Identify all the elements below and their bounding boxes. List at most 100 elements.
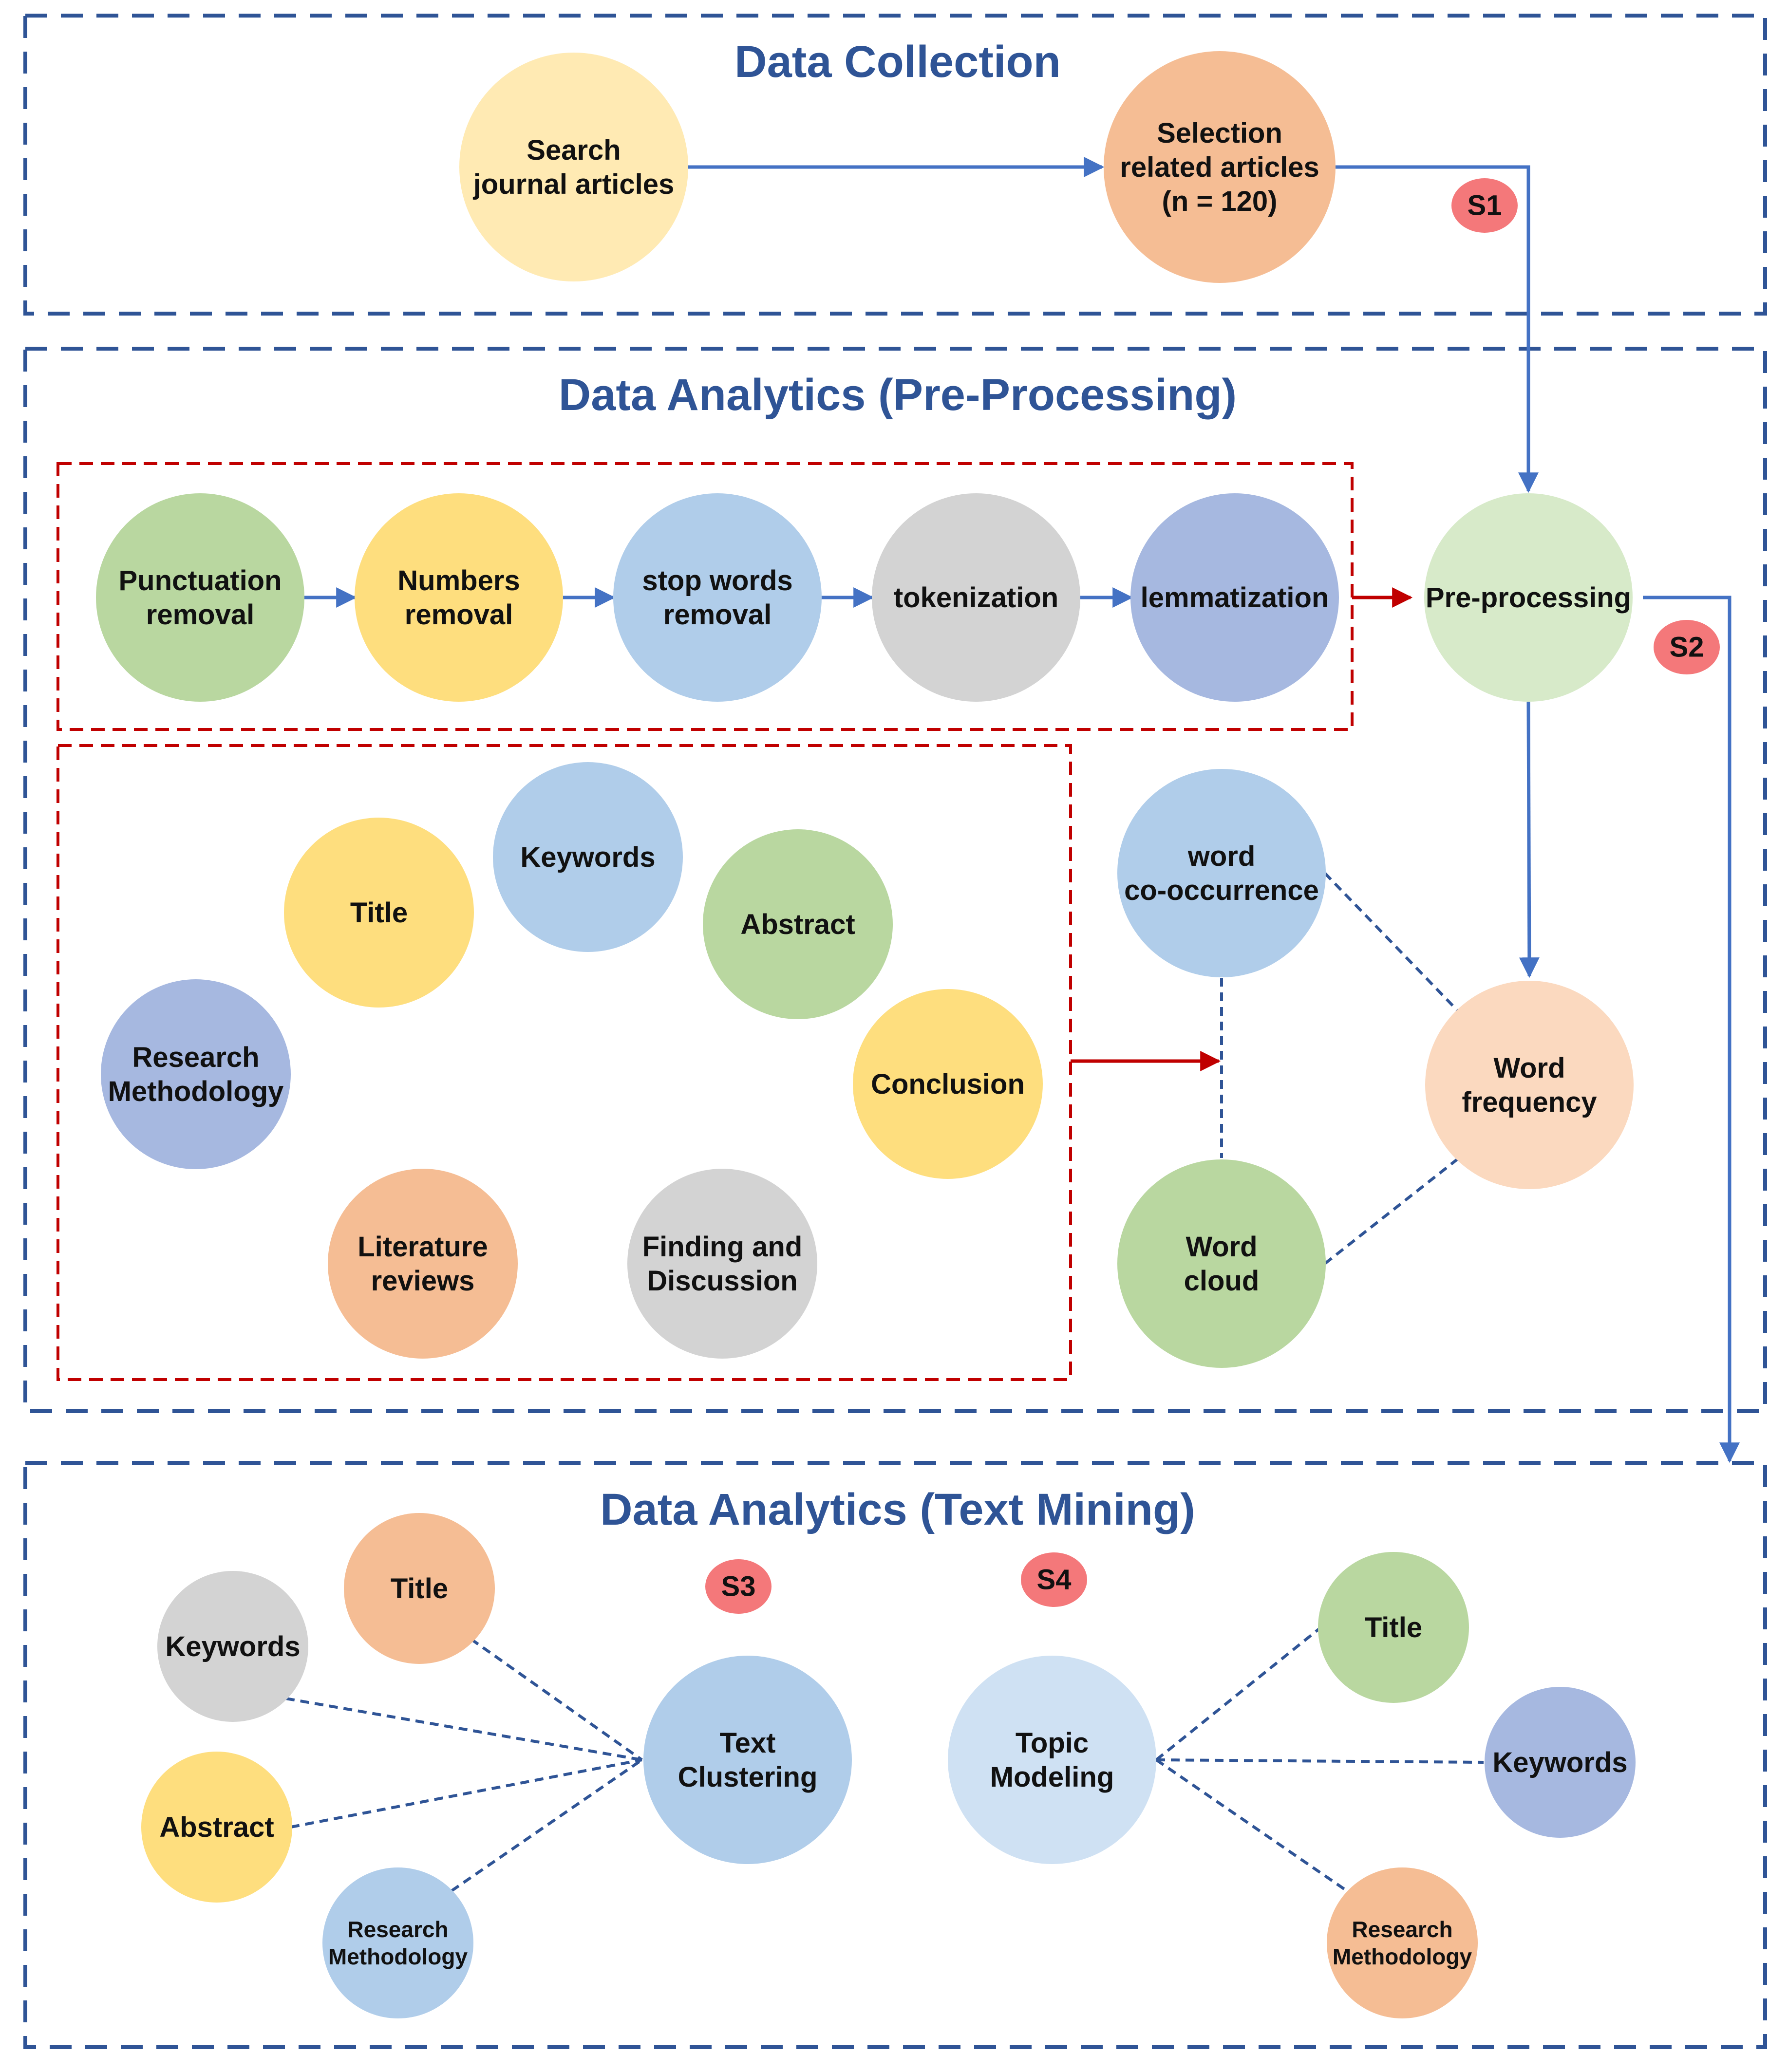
abstract1-label-line: Abstract — [740, 909, 855, 940]
punctuation-label-line: Punctuation — [118, 565, 282, 597]
finding-label-line: Finding and — [642, 1231, 803, 1263]
step-badges: S1 S2 S3 S4 — [705, 178, 1720, 1614]
abstract-circle — [703, 829, 893, 1019]
selection-label-line: Selection — [1157, 117, 1282, 149]
literature-reviews-circle — [328, 1169, 518, 1359]
punctuation-circle — [96, 493, 304, 702]
tm-title-right-label: Title — [1365, 1612, 1422, 1643]
tm-research-right-circle — [1327, 1867, 1478, 2018]
text-mining-frame — [23, 1461, 1767, 2049]
topic-label-line: Modeling — [990, 1761, 1114, 1793]
tm-title-left-circle — [344, 1513, 495, 1664]
link-keywords-clustering — [285, 1697, 642, 1761]
tm-abstract-left-circle — [141, 1752, 292, 1903]
s2-badge-label: S2 — [1670, 632, 1704, 663]
tm-keywords-right-label: Keywords — [1492, 1747, 1627, 1778]
link-abstract-clustering — [290, 1758, 642, 1829]
data-collection-frame — [23, 14, 1767, 316]
search-label-line: Search — [527, 134, 621, 166]
link-topic-keywords — [1156, 1758, 1484, 1764]
selection-label-line: (n = 120) — [1162, 186, 1278, 217]
wordcloud-label-line: cloud — [1184, 1265, 1260, 1297]
s4-badge — [1021, 1552, 1087, 1607]
topic-modeling-circle — [948, 1656, 1156, 1864]
clustering-label-line: Text — [720, 1727, 776, 1759]
preprocessing-label: Pre-processing — [1426, 582, 1631, 614]
keywords_r-label-line: Keywords — [1492, 1747, 1627, 1778]
research1-label-line: Methodology — [108, 1076, 284, 1107]
tokenization-label: tokenization — [894, 582, 1058, 614]
lemmatization-label-line: lemmatization — [1141, 582, 1329, 614]
arrow-selection-to-preprocessing — [1336, 165, 1539, 493]
arrow-preprocessing-to-text-mining — [1643, 596, 1740, 1463]
research-methodology-circle — [101, 979, 291, 1169]
tm-abstract-left-label: Abstract — [159, 1811, 274, 1843]
literature-label-line: Literature — [358, 1231, 488, 1263]
tokenization-label-line: tokenization — [894, 582, 1058, 614]
link-title-clustering — [470, 1638, 643, 1761]
tm-keywords-left-label: Keywords — [165, 1631, 300, 1662]
pre-processing-frame — [23, 347, 1767, 1413]
data-collection-title: Data Collection — [734, 37, 1061, 87]
connectors — [285, 157, 1740, 1896]
keywords1-label-line: Keywords — [520, 841, 655, 873]
stopwords-label-line: removal — [663, 599, 772, 631]
stopwords-circle — [613, 493, 822, 702]
cooccurrence-label-line: word — [1187, 840, 1256, 872]
research_l-label-line: Research — [347, 1917, 448, 1942]
frequency-label-line: Word — [1493, 1052, 1565, 1084]
link-topic-research — [1155, 1758, 1354, 1896]
s1-badge — [1451, 178, 1518, 233]
word-cloud-circle — [1117, 1159, 1326, 1368]
title_r-label-line: Title — [1365, 1612, 1422, 1643]
finding-discussion-circle — [627, 1169, 817, 1359]
word-frequency-circle — [1425, 981, 1634, 1189]
text-mining-title: Data Analytics (Text Mining) — [600, 1485, 1195, 1534]
stopwords-label-line: stop words — [642, 565, 792, 597]
tm-title-right-circle — [1318, 1552, 1469, 1703]
preprocessing-circle — [1424, 493, 1633, 702]
keywords-label: Keywords — [520, 841, 655, 873]
tm-title-left-label: Title — [391, 1573, 448, 1605]
title1-label-line: Title — [350, 897, 408, 929]
search-circle — [459, 53, 688, 281]
conclusion-circle — [853, 989, 1043, 1179]
preprocessing-label-line: Pre-processing — [1426, 582, 1631, 614]
arrow-preprocessing-to-frequency — [1519, 701, 1540, 978]
s3-badge — [705, 1559, 772, 1614]
selection-circle — [1104, 51, 1336, 283]
numbers-circle — [355, 493, 563, 702]
keywords_l-label-line: Keywords — [165, 1631, 300, 1662]
numbers-label-line: removal — [405, 599, 513, 631]
tm-keywords-left-circle — [157, 1571, 308, 1722]
numbers-label-line: Numbers — [397, 565, 520, 597]
frequency-label-line: frequency — [1462, 1086, 1597, 1118]
conclusion-label-line: Conclusion — [871, 1068, 1025, 1100]
keywords-circle — [493, 762, 683, 952]
punctuation-label-line: removal — [146, 599, 254, 631]
research_l-label-line: Methodology — [328, 1944, 468, 1969]
word-cooccurrence-circle — [1117, 769, 1326, 977]
lemmatization-circle — [1130, 493, 1339, 702]
link-cooccurrence-frequency — [1323, 872, 1462, 1015]
link-topic-title — [1155, 1626, 1322, 1761]
finding-label-line: Discussion — [647, 1265, 797, 1297]
nodes — [96, 51, 1636, 2018]
tm-research-left-circle — [322, 1867, 473, 2018]
conclusion-label: Conclusion — [871, 1068, 1025, 1100]
lemmatization-label: lemmatization — [1141, 582, 1329, 614]
abstract-label: Abstract — [740, 909, 855, 940]
research_r-label-line: Methodology — [1333, 1944, 1472, 1969]
link-wordcloud-frequency — [1324, 1156, 1461, 1265]
